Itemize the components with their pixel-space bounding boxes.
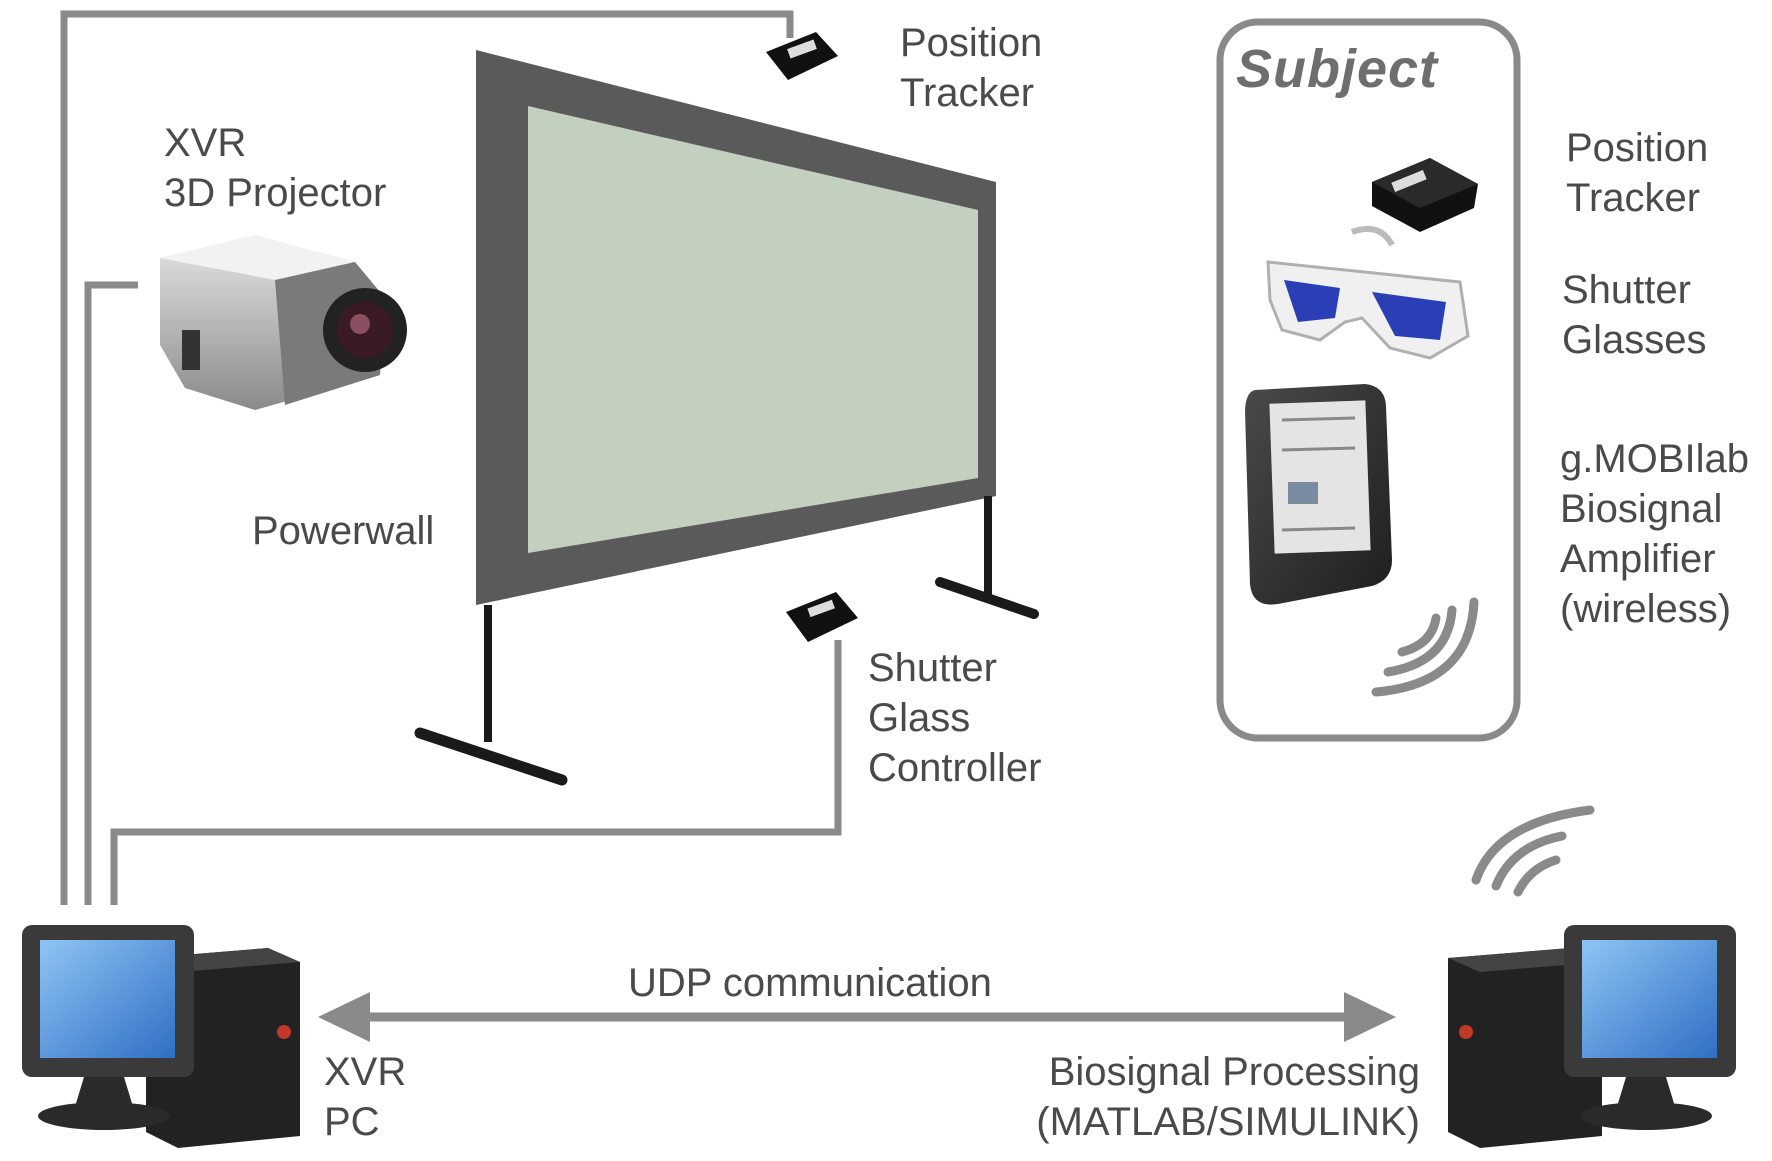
- udp-arrow: [318, 992, 1396, 1042]
- powerwall: [414, 50, 1039, 786]
- controller-cable: [110, 640, 842, 905]
- shutter-controller-icon: [786, 592, 858, 642]
- subject-tracker-icon: [1372, 158, 1478, 232]
- xvr-pc-label: XVR PC: [324, 1050, 407, 1144]
- amplifier-icon: [1245, 384, 1392, 605]
- wireless-waves-pc-icon: [1471, 805, 1595, 897]
- shutter-glasses-label: Shutter Glasses: [1562, 268, 1707, 362]
- projector-cable: [84, 281, 138, 905]
- subject-title: Subject: [1236, 39, 1439, 99]
- xvr-pc-icon: [22, 925, 300, 1148]
- wireless-waves-subject-icon: [1371, 597, 1479, 697]
- biosignal-processing-label: Biosignal Processing (MATLAB/SIMULINK): [1036, 1050, 1420, 1144]
- shutter-glass-controller-label: Shutter Glass Controller: [868, 646, 1042, 790]
- projector-icon: [160, 235, 407, 410]
- processing-pc-icon: [1448, 925, 1736, 1148]
- udp-label: UDP communication: [628, 961, 992, 1005]
- amplifier-label: g.MOBIlab Biosignal Amplifier (wireless): [1560, 437, 1749, 631]
- powerwall-label: Powerwall: [252, 509, 435, 553]
- shutter-glasses-icon: [1266, 226, 1470, 360]
- tracker-cable: [60, 10, 794, 905]
- powerwall-screen: [528, 106, 978, 553]
- position-tracker-icon: [766, 32, 838, 80]
- position-tracker-label: Position Tracker: [900, 21, 1043, 115]
- subject-box: [1216, 18, 1521, 742]
- connection-lines: [60, 10, 842, 905]
- subject-position-tracker-label: Position Tracker: [1566, 126, 1709, 220]
- xvr-projector-label: XVR 3D Projector: [164, 121, 387, 215]
